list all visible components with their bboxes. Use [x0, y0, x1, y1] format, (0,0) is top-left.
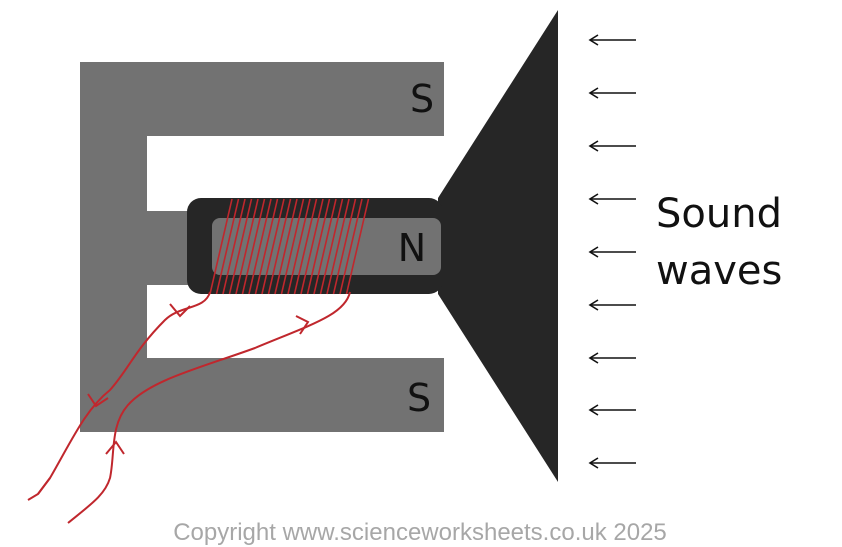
lead-wire-left-end [27, 477, 51, 501]
coil-winding [332, 198, 357, 295]
coil-winding [209, 198, 233, 295]
coil-winding [222, 198, 246, 295]
pole-label-south-bottom: S [407, 376, 431, 420]
coil-winding [241, 198, 266, 295]
coil-winding [313, 198, 337, 295]
coil-winding [319, 198, 344, 295]
coil-winding [300, 198, 324, 295]
coil-winding [248, 198, 272, 295]
current-arrow-2 [87, 393, 109, 408]
current-arrow-4 [105, 440, 125, 455]
pole-label-south-top: S [410, 77, 434, 121]
coil-winding [339, 198, 363, 295]
coil-winding [287, 198, 311, 295]
coil-winding [215, 198, 240, 295]
sound-label-line2: waves [656, 248, 782, 294]
coil-winding [326, 198, 350, 295]
left-arrow-icon [588, 140, 636, 152]
coil-winding [267, 198, 292, 295]
left-arrow-icon [588, 457, 636, 469]
coil-winding [306, 198, 331, 295]
left-arrow-icon [588, 404, 636, 416]
sound-label-line1: Sound [656, 191, 782, 237]
sound-wave-arrows [588, 34, 636, 469]
speaker-cone [438, 10, 558, 482]
copyright-text: Copyright www.scienceworksheets.co.uk 20… [173, 519, 667, 546]
coil-winding [280, 198, 305, 295]
left-arrow-icon [588, 193, 636, 205]
coil-windings [209, 198, 370, 295]
pole-label-north: N [398, 226, 426, 270]
left-arrow-icon [588, 87, 636, 99]
e-shaped-magnet [80, 62, 444, 432]
current-arrow-3 [295, 315, 310, 335]
left-arrow-icon [588, 246, 636, 258]
coil-winding [345, 198, 370, 295]
coil-winding [254, 198, 279, 295]
coil-winding [293, 198, 318, 295]
left-arrow-icon [588, 299, 636, 311]
current-arrow-1 [169, 303, 191, 318]
coil-winding [228, 198, 253, 295]
coil-winding [274, 198, 298, 295]
left-arrow-icon [588, 34, 636, 46]
left-arrow-icon [588, 352, 636, 364]
coil-winding [235, 198, 259, 295]
coil-winding [261, 198, 285, 295]
